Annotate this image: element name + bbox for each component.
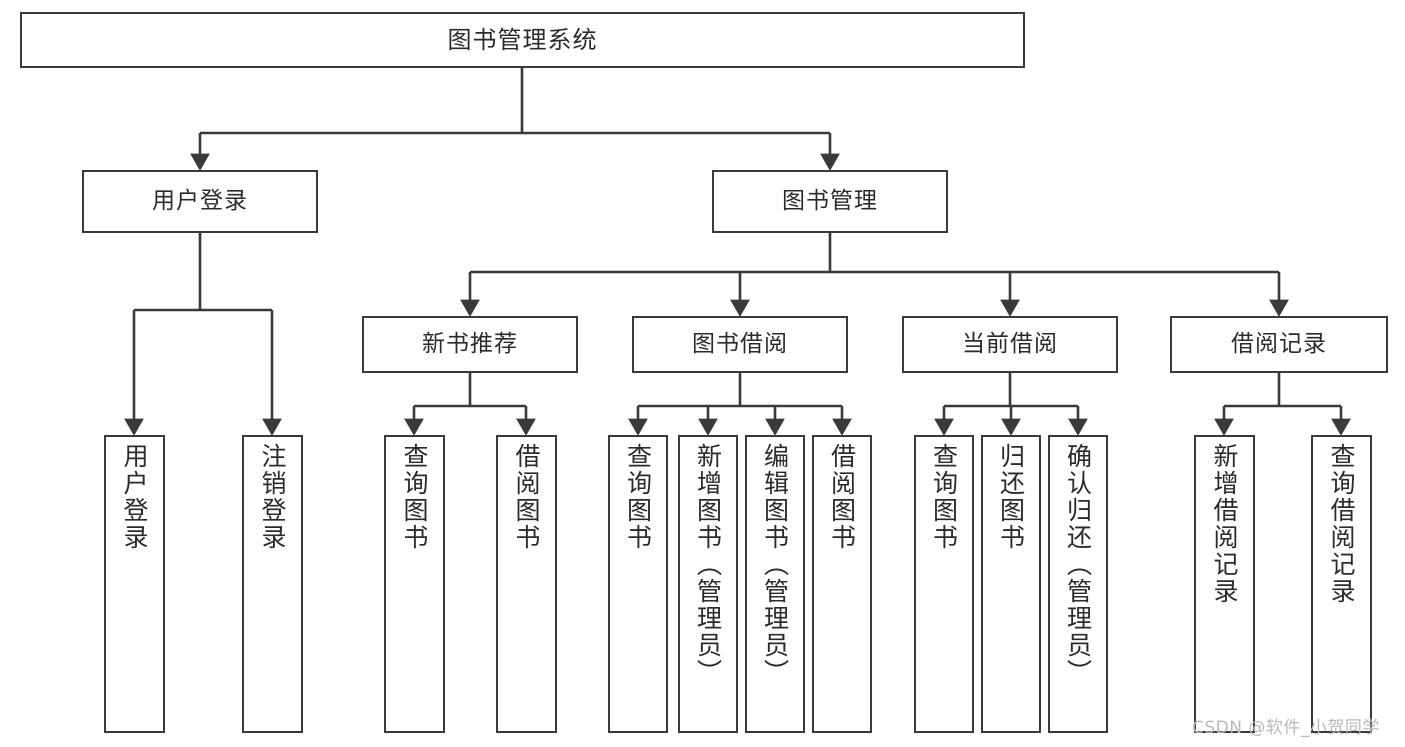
node-book-borrowing[interactable]: 图书借阅 (632, 316, 848, 373)
node-label: 借阅图书 (827, 443, 857, 551)
csdn-watermark: CSDN @软件_小贺同学 (1192, 718, 1380, 738)
node-user-login[interactable]: 用户登录 (82, 170, 318, 233)
node-label: 图书借阅 (692, 330, 788, 357)
node-label: 图书管理 (782, 187, 878, 214)
node-label: 借阅记录 (1231, 330, 1327, 357)
leaf-logout[interactable]: 注销登录 (242, 435, 303, 733)
node-label: 编辑图书（管理员） (760, 443, 790, 686)
node-new-book-recommendation[interactable]: 新书推荐 (362, 316, 578, 373)
leaf-current-return-book[interactable]: 归还图书 (981, 435, 1041, 733)
leaf-rec-borrow-book[interactable]: 借阅图书 (496, 435, 557, 733)
leaf-query-borrow-record[interactable]: 查询借阅记录 (1311, 435, 1372, 733)
leaf-rec-query-book[interactable]: 查询图书 (384, 435, 445, 733)
node-label: 用户登录 (152, 187, 248, 214)
node-label: 图书管理系统 (447, 25, 598, 54)
node-current-borrowing[interactable]: 当前借阅 (902, 316, 1118, 373)
node-label: 查询图书 (623, 443, 653, 551)
node-label: 当前借阅 (962, 330, 1058, 357)
node-label: 新增图书（管理员） (693, 443, 723, 686)
node-label: 用户登录 (120, 443, 149, 551)
node-book-management[interactable]: 图书管理 (712, 170, 948, 233)
leaf-borrow-query-book[interactable]: 查询图书 (608, 435, 668, 733)
leaf-borrow-borrow-book[interactable]: 借阅图书 (812, 435, 872, 733)
node-label: 借阅图书 (512, 443, 541, 551)
leaf-current-query-book[interactable]: 查询图书 (914, 435, 974, 733)
leaf-borrow-edit-book[interactable]: 编辑图书（管理员） (745, 435, 805, 733)
node-borrowing-record[interactable]: 借阅记录 (1170, 316, 1388, 373)
node-label: 归还图书 (996, 443, 1026, 551)
node-label: 查询图书 (929, 443, 959, 551)
node-label: 查询借阅记录 (1327, 443, 1356, 605)
node-label: 注销登录 (258, 443, 287, 551)
node-label: 查询图书 (400, 443, 429, 551)
leaf-borrow-add-book[interactable]: 新增图书（管理员） (678, 435, 738, 733)
node-label: 确认归还（管理员） (1063, 443, 1093, 686)
leaf-user-login[interactable]: 用户登录 (104, 435, 165, 733)
node-label: 新增借阅记录 (1210, 443, 1239, 605)
leaf-current-confirm-return[interactable]: 确认归还（管理员） (1048, 435, 1108, 733)
leaf-add-borrow-record[interactable]: 新增借阅记录 (1194, 435, 1255, 733)
node-label: 新书推荐 (422, 330, 518, 357)
node-root-book-management-system[interactable]: 图书管理系统 (20, 12, 1025, 68)
